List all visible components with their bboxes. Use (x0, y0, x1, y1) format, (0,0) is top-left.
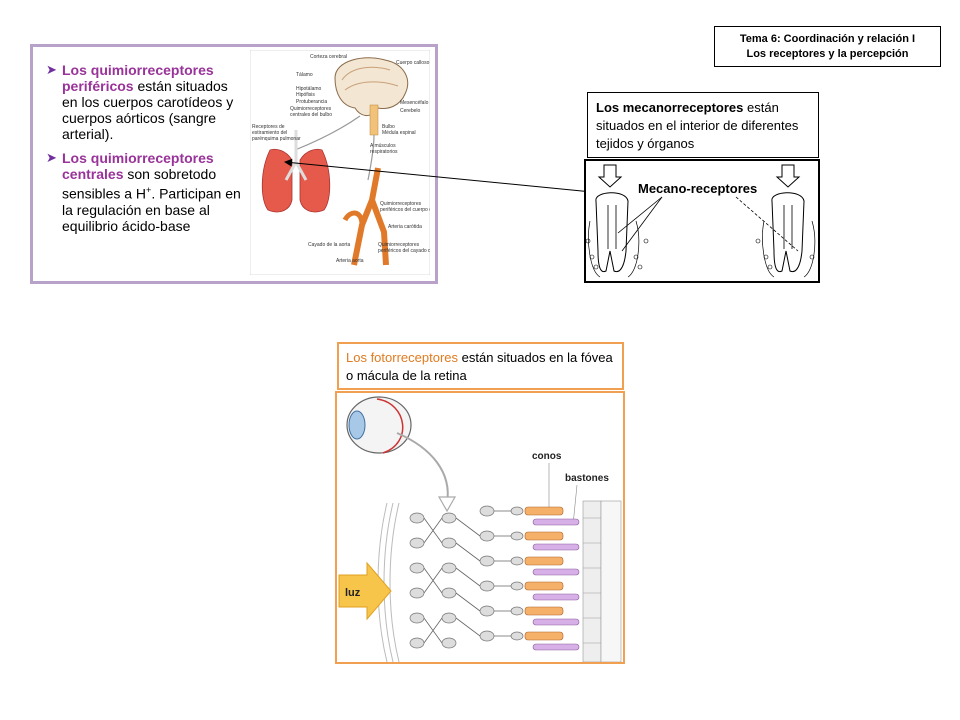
svg-text:Mesencéfalo: Mesencéfalo (400, 100, 429, 106)
svg-text:Tálamo: Tálamo (296, 72, 313, 78)
photoreceptor-description: están situados en la fóvea o mácula de l… (346, 350, 613, 383)
pressure-arrow-icon (775, 164, 801, 188)
svg-text:Médula espinal: Médula espinal (382, 130, 416, 136)
spinal-cord-icon (369, 104, 379, 136)
retina-vessel (376, 398, 404, 454)
tooth-icon (771, 192, 805, 273)
svg-text:parénquima pulmonar: parénquima pulmonar (252, 136, 301, 142)
mechanoreceptor-caption: Los mecanorreceptores están situados en … (587, 92, 819, 158)
tooth-root-canal (783, 205, 793, 249)
pointer-line (617, 196, 663, 234)
central-description-b: . Participan en la regulación en base al… (62, 185, 241, 234)
tooth-diagram: Mecano-receptores (585, 164, 816, 278)
svg-text:Cerebelo: Cerebelo (400, 108, 421, 114)
light-label: luz (345, 587, 361, 599)
svg-text:centrales del bulbo: centrales del bulbo (290, 112, 332, 118)
svg-text:periféricos del cuerpo carotíd: periféricos del cuerpo carotídeo (380, 207, 430, 213)
brain-icon (334, 57, 409, 116)
svg-text:A músculos: A músculos (370, 143, 396, 149)
zoom-indicator (396, 432, 449, 504)
rods-label: bastones (565, 473, 609, 484)
tooth-icon (595, 192, 629, 273)
cell-connections (423, 510, 511, 644)
svg-text:Cayado de la aorta: Cayado de la aorta (308, 242, 350, 248)
svg-text:Protuberancia: Protuberancia (296, 99, 327, 105)
bullet-item-central: ➤ Los quimiorreceptores centrales son so… (46, 150, 246, 234)
ganglion-cell-layer (409, 505, 524, 649)
svg-text:Quimiorreceptores: Quimiorreceptores (380, 201, 422, 207)
svg-text:Receptores de: Receptores de (252, 124, 285, 130)
svg-text:Corteza cerebral: Corteza cerebral (310, 54, 347, 60)
svg-text:Arteria aorta: Arteria aorta (336, 258, 364, 264)
pressure-arrow-icon (597, 164, 623, 188)
bullet-item-peripheral: ➤ Los quimiorreceptores periféricos está… (46, 62, 246, 142)
retina-diagram: conos bastones (338, 396, 622, 662)
aortic-arch-icon (342, 210, 365, 226)
topic-header: Tema 6: Coordinación y relación I Los re… (714, 26, 941, 67)
pointer-line (735, 196, 799, 252)
svg-text:estiramiento del: estiramiento del (252, 130, 287, 136)
mechanoreceptor-term: Los mecanorreceptores (596, 100, 744, 115)
zoom-arrow-icon (437, 496, 457, 513)
svg-text:Arteria carótida: Arteria carótida (388, 224, 422, 230)
chemoreceptor-text: ➤ Los quimiorreceptores periféricos está… (46, 62, 246, 242)
right-lung-icon (299, 148, 331, 213)
peripheral-description: están situados en los cuerpos carotídeos… (62, 78, 234, 142)
nerve-line (294, 115, 361, 151)
svg-text:Hipotálamo: Hipotálamo (296, 86, 322, 92)
artery-branch-icon (369, 198, 389, 266)
respiratory-anatomy-figure: Corteza cerebral Cuerpo calloso Tálamo H… (250, 50, 430, 275)
mechanoreceptor-figure-title: Mecano-receptores (638, 181, 757, 196)
arrow-bullet-icon: ➤ (46, 150, 57, 165)
svg-text:Quimiorreceptores: Quimiorreceptores (290, 106, 332, 112)
topic-subtitle: Los receptores y la percepción (746, 48, 909, 60)
eye-icon (346, 396, 412, 454)
photoreceptor-term: Los fotorreceptores (346, 350, 459, 365)
svg-text:periféricos del cayado de la a: periféricos del cayado de la aorta (378, 248, 430, 254)
svg-text:Cuerpo calloso: Cuerpo calloso (396, 60, 430, 66)
central-description-a: son sobretodo sensibles a H (62, 166, 217, 202)
tooth-root-canal (607, 205, 617, 249)
cones-label: conos (532, 451, 562, 462)
left-lung-icon (261, 148, 293, 213)
topic-title: Tema 6: Coordinación y relación I (739, 33, 916, 45)
pointer-line (621, 196, 663, 252)
cone-cells (524, 506, 564, 641)
svg-text:Quimiorreceptores: Quimiorreceptores (378, 242, 420, 248)
mechanoreceptor-description: están situados en el interior de diferen… (596, 100, 799, 151)
lens-icon (348, 410, 366, 440)
rods-pointer (572, 484, 578, 526)
light-arrow-icon (338, 561, 392, 621)
arrow-bullet-icon: ➤ (46, 62, 57, 77)
tissue-dots (585, 238, 815, 270)
photoreceptor-caption: Los fotorreceptores están situados en la… (337, 342, 624, 390)
retina-figure: conos bastones (335, 391, 625, 664)
central-term: Los quimiorreceptores centrales (62, 150, 214, 182)
hydrogen-charge: + (146, 185, 152, 195)
svg-text:respiratorios: respiratorios (370, 149, 398, 155)
gum-outline (762, 220, 816, 278)
pigment-epithelium (582, 500, 622, 662)
svg-text:Hipófisis: Hipófisis (296, 92, 315, 98)
rod-cells (532, 518, 580, 651)
gum-outline (588, 220, 640, 278)
brain-folds (341, 66, 399, 91)
svg-text:Bulbo: Bulbo (382, 124, 395, 130)
mechanoreceptor-figure: Mecano-receptores (584, 159, 820, 283)
peripheral-term: Los quimiorreceptores periféricos (62, 62, 214, 94)
